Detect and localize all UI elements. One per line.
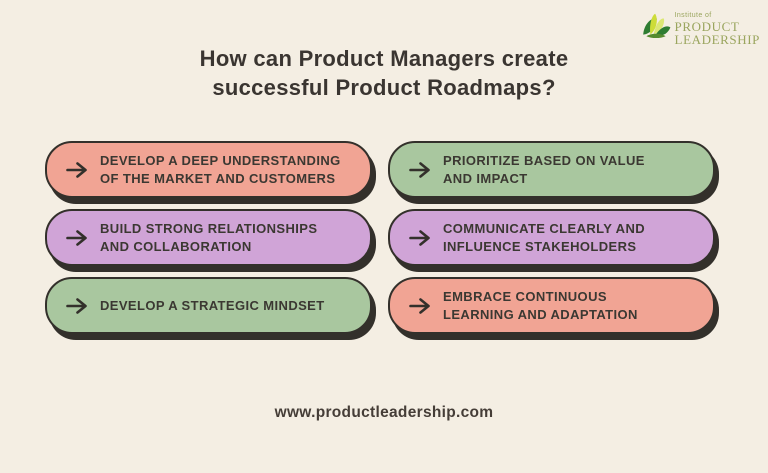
arrow-right-icon [66,297,87,314]
arrow-right-icon [66,161,87,178]
arrow-right-icon [409,297,430,314]
arrow-right-icon [409,161,430,178]
logo-name-product: PRODUCT [674,19,740,34]
card-label: DEVELOP A STRATEGIC MINDSET [100,297,325,313]
card-continuous-learning: EMBRACE CONTINUOUS LEARNING AND ADAPTATI… [388,277,715,334]
card-prioritize-value: PRIORITIZE BASED ON VALUE AND IMPACT [388,141,715,198]
website-url: www.productleadership.com [274,404,494,421]
card-label: BUILD STRONG RELATIONSHIPS AND COLLABORA… [100,221,318,254]
card-relationships: BUILD STRONG RELATIONSHIPS AND COLLABORA… [45,209,372,266]
page-title-line2: successful Product Roadmaps? [212,75,556,100]
logo-tagline: Institute of [674,12,712,19]
card-strategic-mindset: DEVELOP A STRATEGIC MINDSET [45,277,372,334]
card-label: PRIORITIZE BASED ON VALUE AND IMPACT [443,153,645,186]
brand-logo: Institute of PRODUCT LEADERSHIP [640,12,760,47]
leaf-logo-icon [642,14,670,39]
arrow-right-icon [409,229,430,246]
brand-logo-text: Institute of PRODUCT LEADERSHIP [675,12,760,47]
card-label: DEVELOP A DEEP UNDERSTANDING OF THE MARK… [100,153,341,186]
page-title: How can Product Managers create successf… [0,44,768,102]
card-label: EMBRACE CONTINUOUS LEARNING AND ADAPTATI… [443,289,638,322]
page-title-line1: How can Product Managers create [199,46,569,71]
roadmap-tips-grid: DEVELOP A DEEP UNDERSTANDING OF THE MARK… [45,141,715,334]
card-label: COMMUNICATE CLEARLY AND INFLUENCE STAKEH… [443,221,646,254]
logo-name-leadership: LEADERSHIP [674,32,760,48]
arrow-right-icon [66,229,87,246]
card-market-understanding: DEVELOP A DEEP UNDERSTANDING OF THE MARK… [45,141,372,198]
card-communicate: COMMUNICATE CLEARLY AND INFLUENCE STAKEH… [388,209,715,266]
